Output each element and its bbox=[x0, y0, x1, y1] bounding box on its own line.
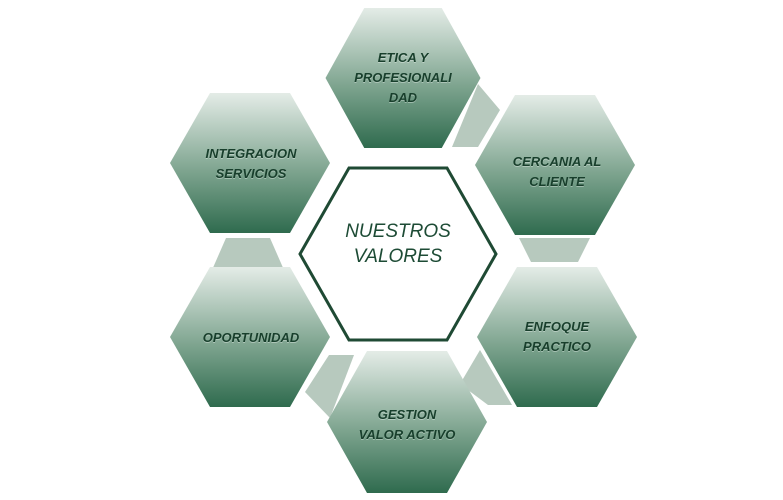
value-hexagon-enfoque bbox=[477, 267, 637, 407]
connector-shape bbox=[460, 350, 512, 405]
connector-shape bbox=[305, 355, 354, 418]
value-hexagon-cercania bbox=[475, 95, 635, 235]
value-hexagon-oportunidad bbox=[170, 267, 330, 407]
hexagon-group bbox=[170, 8, 637, 493]
value-hexagon-gestion bbox=[327, 351, 487, 493]
connector-shape bbox=[519, 238, 590, 262]
connector-shape bbox=[212, 238, 284, 270]
value-hexagon-etica bbox=[325, 8, 481, 148]
connector-group bbox=[212, 84, 590, 418]
value-hexagon-integracion bbox=[170, 93, 330, 233]
center-hexagon bbox=[298, 166, 498, 342]
connector-shape bbox=[452, 84, 500, 147]
